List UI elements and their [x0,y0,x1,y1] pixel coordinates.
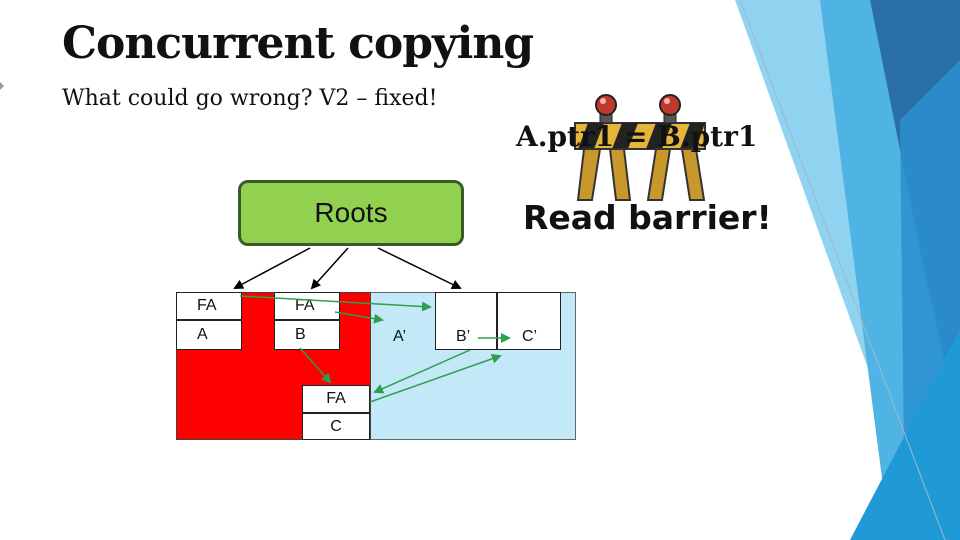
object-b-prime-label: B’ [456,328,471,345]
sawhorse-barrier-icon [574,94,706,201]
object-c-prime-label: C’ [522,328,538,345]
slide-subtitle: What could go wrong? V2 – fixed! [62,86,438,111]
deco-line [739,0,946,540]
slide-title: Concurrent copying [62,18,534,69]
read-barrier-label: Read barrier! [523,198,772,237]
object-a-body: A [176,320,242,350]
object-a-header: FA [176,292,242,320]
roots-box: Roots [238,180,464,246]
object-b-prime-box [435,292,497,350]
deco-left-chevron [0,82,4,90]
object-b-body: B [274,320,340,350]
object-c-header: FA [302,385,370,413]
object-c-body: C [302,413,370,440]
object-b-header: FA [274,292,340,320]
barrier-code: A.ptr1 = B.ptr1 [516,120,758,153]
roots-label: Roots [314,197,388,228]
object-a-prime-label: A’ [393,328,407,345]
